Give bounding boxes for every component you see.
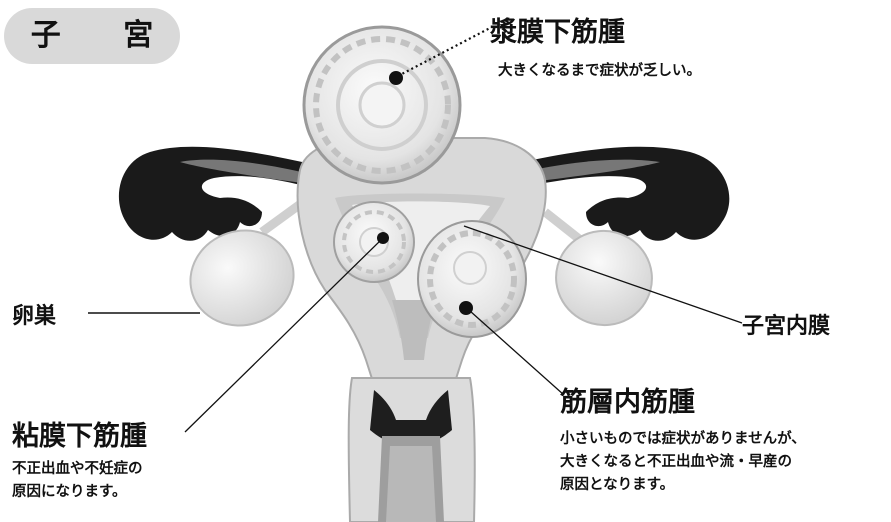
desc-intramural-line: 小さいものでは症状がありませんが、 bbox=[560, 428, 806, 451]
label-intramural-fibroid: 筋層内筋腫 bbox=[560, 380, 695, 419]
right-ovary bbox=[545, 220, 662, 336]
label-ovary: 卵巣 bbox=[12, 298, 56, 330]
left-fallopian-tube bbox=[119, 147, 320, 241]
label-submucosal-fibroid: 粘膜下筋腫 bbox=[12, 414, 147, 453]
page-title: 子 宮 bbox=[4, 8, 180, 64]
intramural-fibroid bbox=[418, 221, 526, 337]
desc-subserosal-fibroid: 大きくなるまで症状が乏しい。 bbox=[498, 60, 701, 83]
desc-intramural-line: 大きくなると不正出血や流・早産の bbox=[560, 451, 806, 474]
label-subserosal-fibroid: 漿膜下筋腫 bbox=[490, 10, 625, 49]
desc-submucosal-line: 不正出血や不妊症の bbox=[12, 458, 143, 481]
desc-intramural-line: 原因となります。 bbox=[560, 474, 806, 497]
label-endometrium: 子宮内膜 bbox=[742, 308, 830, 340]
desc-intramural-fibroid: 小さいものでは症状がありませんが、 大きくなると不正出血や流・早産の 原因となり… bbox=[560, 428, 806, 497]
desc-submucosal-line: 原因になります。 bbox=[12, 481, 143, 504]
title-badge: 子 宮 bbox=[4, 8, 180, 64]
desc-submucosal-fibroid: 不正出血や不妊症の 原因になります。 bbox=[12, 458, 143, 504]
cervix-vagina bbox=[349, 378, 475, 522]
submucosal-fibroid bbox=[334, 202, 414, 282]
subserosal-fibroid bbox=[304, 27, 460, 183]
